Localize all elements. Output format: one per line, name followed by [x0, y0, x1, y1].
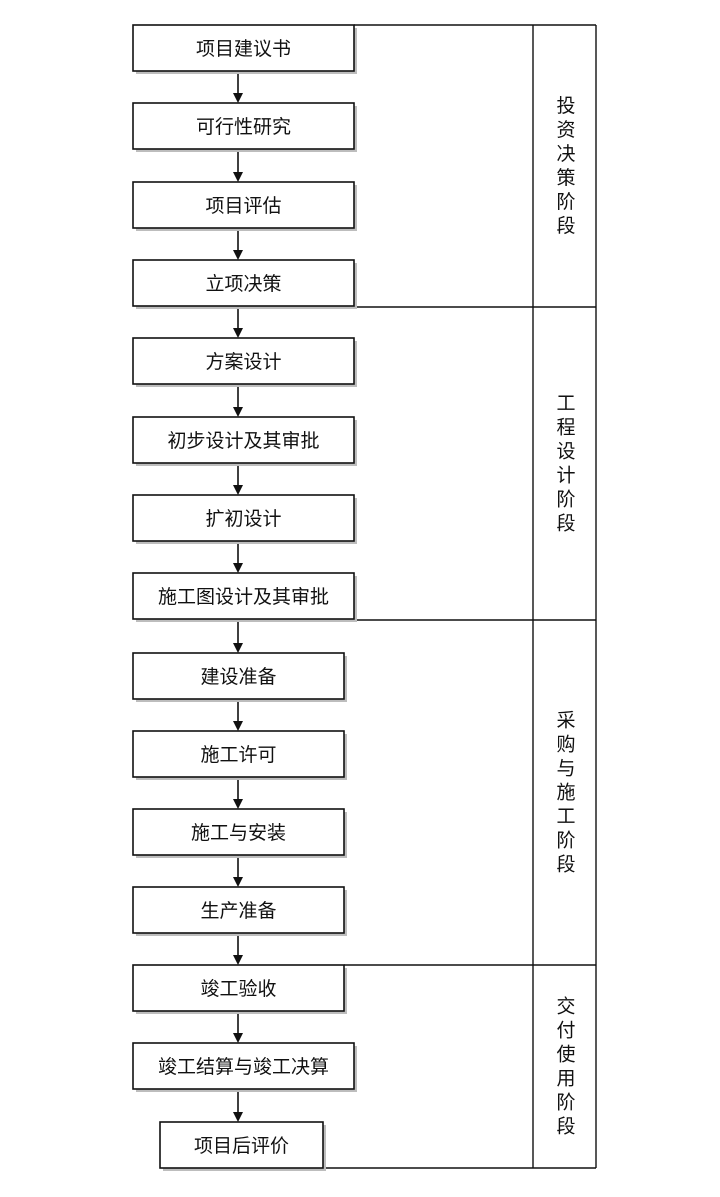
step-box-border [132, 494, 355, 542]
step-label: 项目评估 [205, 195, 281, 217]
step-box-border [132, 572, 355, 620]
step-label: 施工图设计及其审批 [158, 586, 329, 608]
flow-arrow [233, 463, 243, 495]
step-box: 可行性研究 [132, 102, 357, 152]
step-label: 建设准备 [200, 666, 276, 688]
step-label: 施工与安装 [191, 822, 286, 844]
step-box-border [132, 886, 345, 934]
step-box: 施工与安装 [132, 808, 347, 858]
step-box: 建设准备 [132, 652, 347, 702]
flow-arrows [233, 71, 243, 1122]
step-label: 项目建议书 [196, 38, 291, 60]
flow-arrow [233, 149, 243, 182]
step-box: 项目后评价 [159, 1121, 326, 1171]
step-box-border [132, 964, 345, 1012]
step-box-border [132, 416, 355, 464]
step-box-border [132, 1042, 355, 1090]
flow-arrow [233, 228, 243, 260]
flow-arrow [233, 855, 243, 887]
step-label: 竣工结算与竣工决算 [158, 1056, 329, 1078]
step-box: 竣工结算与竣工决算 [132, 1042, 357, 1092]
step-box-border [132, 181, 355, 229]
flow-arrow [233, 384, 243, 417]
flow-arrow [233, 619, 243, 653]
step-box-border [132, 259, 355, 307]
step-box: 方案设计 [132, 337, 357, 387]
step-label: 可行性研究 [196, 116, 291, 138]
stage-label: 采购与施工阶段 [556, 710, 575, 876]
step-box-border [132, 808, 345, 856]
step-label: 立项决策 [205, 273, 281, 295]
step-label: 生产准备 [200, 900, 276, 922]
step-box: 生产准备 [132, 886, 347, 936]
step-box: 项目评估 [132, 181, 357, 231]
step-box: 施工许可 [132, 730, 347, 780]
flow-arrow [233, 71, 243, 103]
step-box-border [132, 102, 355, 150]
step-label: 项目后评价 [194, 1135, 289, 1157]
step-label: 竣工验收 [200, 978, 276, 1000]
step-label: 施工许可 [200, 744, 276, 766]
stage-label: 交付使用阶段 [556, 996, 575, 1138]
step-box-border [132, 24, 355, 72]
step-box: 竣工验收 [132, 964, 347, 1014]
step-label: 扩初设计 [205, 508, 281, 530]
stage-frame [323, 24, 597, 1169]
flow-arrow [233, 306, 243, 338]
step-box-border [159, 1121, 324, 1169]
flow-arrow [233, 699, 243, 731]
flow-arrow [233, 933, 243, 965]
step-label: 初步设计及其审批 [167, 430, 319, 452]
flow-arrow [233, 541, 243, 573]
step-box: 扩初设计 [132, 494, 357, 544]
step-box-border [132, 730, 345, 778]
step-box-border [132, 652, 345, 700]
step-boxes: 项目建议书可行性研究项目评估立项决策方案设计初步设计及其审批扩初设计施工图设计及… [132, 24, 357, 1171]
stage-label: 工程设计阶段 [556, 393, 575, 535]
step-box: 立项决策 [132, 259, 357, 309]
step-box: 施工图设计及其审批 [132, 572, 357, 622]
stage-label: 投资决策阶段 [556, 95, 575, 237]
flow-arrow [233, 777, 243, 809]
step-label: 方案设计 [205, 351, 281, 373]
flow-arrow [233, 1089, 243, 1122]
step-box: 初步设计及其审批 [132, 416, 357, 466]
step-box: 项目建议书 [132, 24, 357, 74]
step-box-border [132, 337, 355, 385]
flow-arrow [233, 1011, 243, 1043]
